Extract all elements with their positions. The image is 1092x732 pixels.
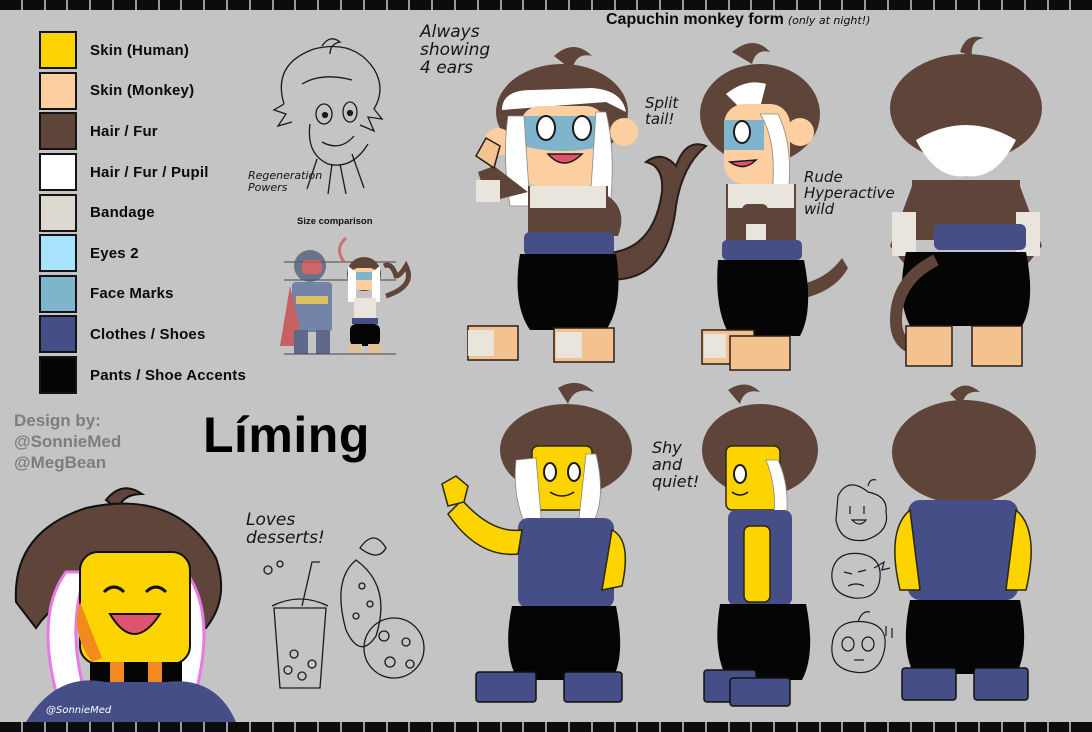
- swatch-label: Hair / Fur / Pupil: [90, 163, 209, 181]
- monkey-form-back-view: [876, 30, 1056, 375]
- note-loves-desserts: Loves desserts!: [246, 510, 325, 548]
- expression-sketches: [818, 476, 898, 686]
- film-strip-border-top: [0, 0, 1092, 10]
- swatch-label: Pants / Shoe Accents: [90, 366, 246, 384]
- credits-heading: Design by:: [14, 411, 101, 430]
- palette-row-pants-accents: Pants / Shoe Accents: [39, 355, 246, 396]
- swatch-label: Eyes 2: [90, 244, 139, 262]
- palette-row-skin-human: Skin (Human): [39, 30, 246, 71]
- color-palette: Skin (Human) Skin (Monkey) Hair / Fur Ha…: [39, 30, 246, 395]
- monkey-form-heading: Capuchin monkey form(only at night!): [606, 11, 870, 29]
- human-form-front-view: [436, 380, 646, 710]
- note-human-personality: Shy and quiet!: [652, 438, 700, 491]
- palette-row-eyes: Eyes 2: [39, 233, 246, 274]
- swatch-label: Clothes / Shoes: [90, 325, 206, 343]
- dessert-sketches: [260, 530, 440, 700]
- palette-row-bandage: Bandage: [39, 192, 246, 233]
- palette-row-skin-monkey: Skin (Monkey): [39, 71, 246, 112]
- note-split-tail: Split tail!: [645, 94, 679, 128]
- artist-signature: @SonnieMed: [46, 705, 112, 716]
- film-strip-border-bottom: [0, 722, 1092, 732]
- character-portrait: [6, 482, 236, 722]
- note-monkey-personality: Rude Hyperactive wild: [804, 168, 895, 218]
- character-name: Líming: [203, 407, 370, 463]
- regeneration-sketch: [262, 34, 392, 214]
- color-swatch: [39, 153, 77, 192]
- swatch-label: Face Marks: [90, 285, 174, 303]
- credits-artist: @SonnieMed: [14, 432, 122, 451]
- color-swatch: [39, 193, 77, 232]
- note-always-four-ears: Always showing 4 ears: [420, 22, 491, 78]
- size-comparison-caption: Size comparison: [297, 216, 373, 227]
- credits-artist: @MegBean: [14, 453, 107, 472]
- monkey-form-note: (only at night!): [787, 14, 871, 27]
- note-regeneration: Regeneration Powers: [248, 169, 323, 194]
- size-comparison-art: [276, 236, 416, 366]
- color-swatch: [39, 112, 77, 151]
- color-swatch: [39, 234, 77, 273]
- color-swatch: [39, 315, 77, 354]
- swatch-label: Bandage: [90, 204, 155, 222]
- swatch-label: Skin (Human): [90, 41, 190, 59]
- palette-row-hair-fur-pupil: Hair / Fur / Pupil: [39, 152, 246, 193]
- color-swatch: [39, 31, 77, 70]
- palette-row-face-marks: Face Marks: [39, 274, 246, 315]
- palette-row-clothes-shoes: Clothes / Shoes: [39, 314, 246, 355]
- human-form-back-view: [880, 380, 1050, 710]
- color-swatch: [39, 356, 77, 395]
- color-swatch: [39, 71, 77, 110]
- swatch-label: Hair / Fur: [90, 122, 158, 140]
- swatch-label: Skin (Monkey): [90, 82, 195, 100]
- monkey-form-title: Capuchin monkey form: [606, 11, 784, 28]
- human-form-side-view: [700, 380, 840, 710]
- monkey-form-front-view: [436, 36, 726, 376]
- palette-row-hair-fur: Hair / Fur: [39, 111, 246, 152]
- color-swatch: [39, 274, 77, 313]
- design-credits: Design by: @SonnieMed @MegBean: [14, 410, 121, 473]
- monkey-form-side-view: [696, 34, 856, 379]
